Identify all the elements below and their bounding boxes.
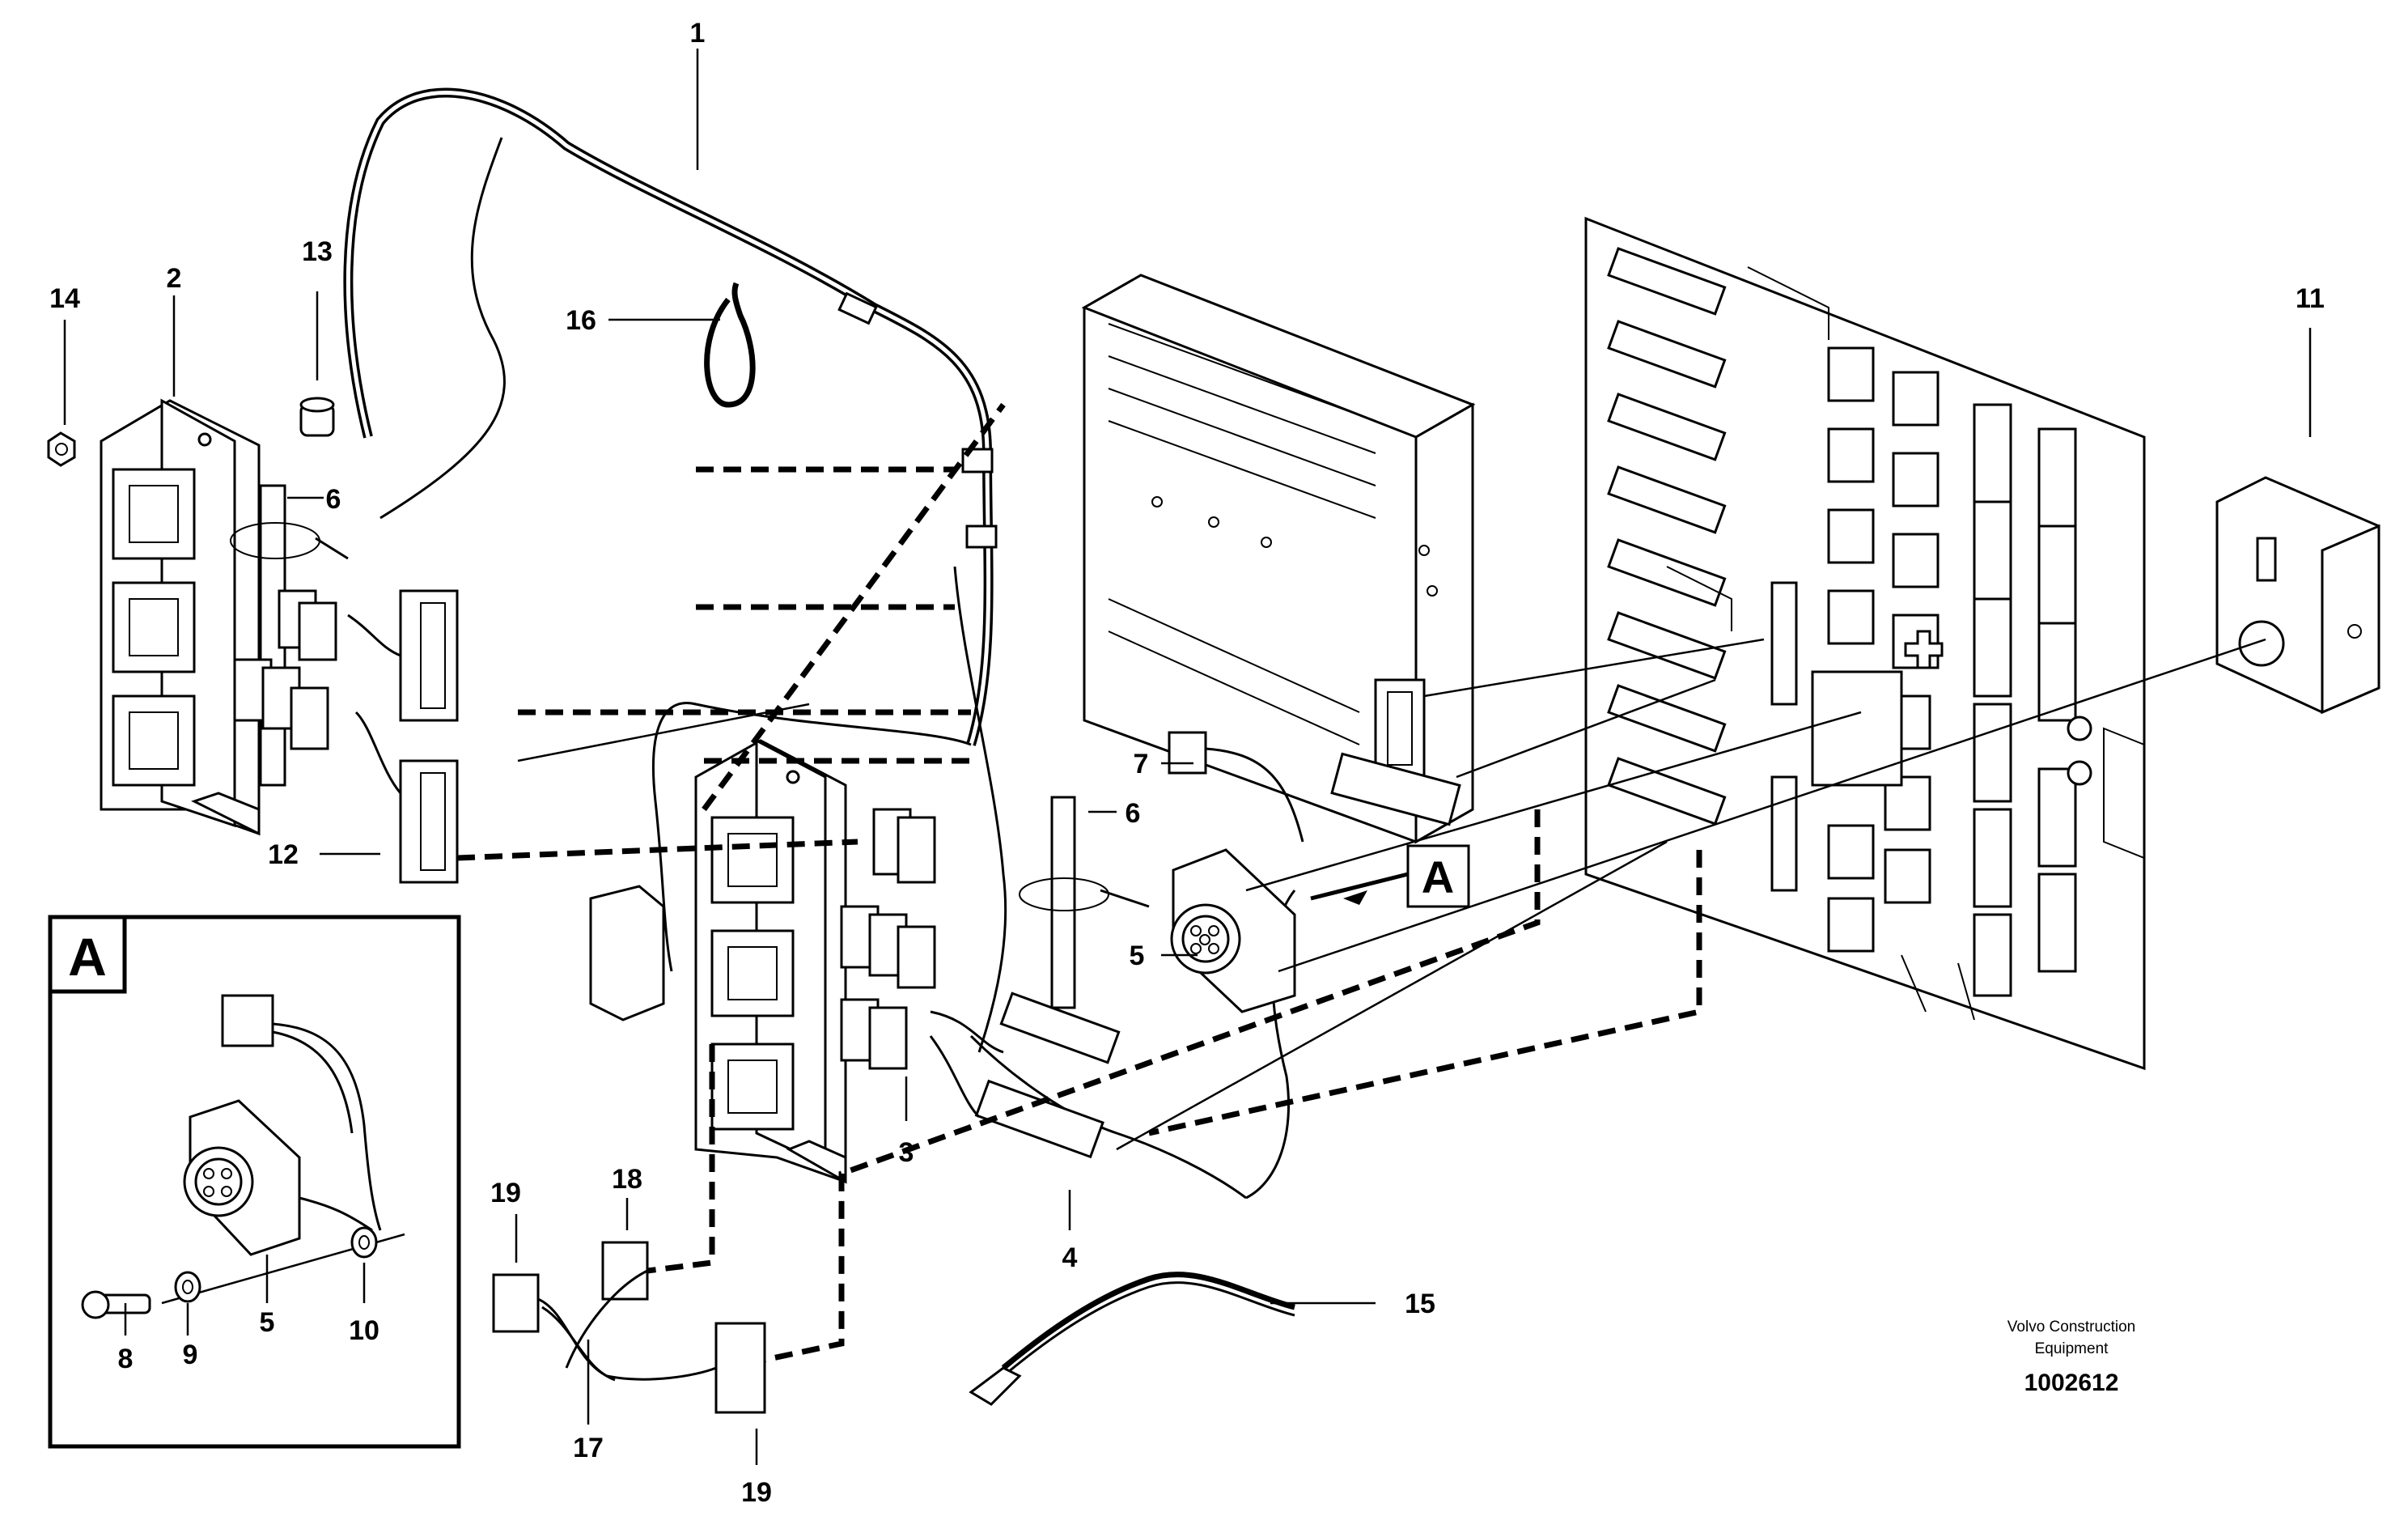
callout-4: 4	[1062, 1242, 1078, 1273]
relay-bracket-middle	[694, 738, 847, 1184]
callout-13: 13	[302, 236, 333, 267]
callout-11: 11	[2296, 283, 2325, 314]
callout-numbers: 1 2 3 4 5 5 6 6 7 8 9 10 11 12 13 14 15 …	[49, 18, 2325, 1508]
detail-ref-label: A	[1422, 851, 1454, 902]
spacer	[299, 397, 335, 437]
callout-5-main: 5	[1130, 941, 1145, 971]
callout-5-detail: 5	[260, 1307, 275, 1338]
callout-6-left: 6	[326, 484, 341, 515]
relays-middle	[840, 808, 936, 1070]
callout-2: 2	[167, 263, 182, 294]
callout-7: 7	[1134, 749, 1149, 779]
bottom-harness	[492, 1241, 766, 1414]
loose-cable	[969, 1272, 1295, 1406]
callout-8: 8	[118, 1344, 134, 1374]
relay-bracket-left	[100, 398, 261, 836]
callout-1: 1	[690, 18, 706, 49]
nut	[47, 431, 76, 467]
cable-tie-middle	[1019, 796, 1150, 1009]
circuit-board	[1584, 216, 2146, 1071]
callout-9: 9	[183, 1340, 198, 1370]
callout-15: 15	[1405, 1289, 1435, 1319]
cover-plate	[2215, 476, 2380, 715]
callout-19-top: 19	[490, 1178, 521, 1208]
small-connector	[1168, 731, 1304, 843]
callout-leaders	[63, 49, 2312, 1465]
callout-18: 18	[612, 1164, 642, 1195]
connection-lines	[456, 402, 2266, 1363]
brand-line-2: Equipment	[2035, 1340, 2109, 1357]
board-fuses	[1973, 403, 2077, 997]
footer: Volvo Construction Equipment 1002612	[2007, 1319, 2135, 1396]
callout-17: 17	[573, 1433, 604, 1463]
callout-19-bottom: 19	[741, 1477, 772, 1508]
callout-14: 14	[49, 283, 80, 314]
callout-12: 12	[268, 839, 299, 870]
brand-line-1: Volvo Construction	[2007, 1319, 2135, 1336]
detail-reference: A	[1310, 844, 1470, 908]
edge-connectors	[1607, 247, 1727, 826]
harness-connectors-left	[347, 589, 459, 884]
main-cable-harness	[343, 87, 1296, 1200]
callout-3: 3	[899, 1137, 914, 1168]
flat-cable-connectors	[929, 992, 1121, 1159]
detail-label: A	[68, 927, 107, 987]
callout-16: 16	[566, 305, 596, 336]
control-unit	[1081, 274, 1476, 844]
callout-6-middle: 6	[1126, 798, 1141, 829]
callout-10: 10	[349, 1315, 379, 1346]
loose-connector	[589, 885, 665, 1021]
detail-inset: A	[48, 915, 461, 1449]
relays-left	[233, 589, 337, 750]
cable-tie-loose	[704, 282, 756, 408]
drawing-number: 1002612	[2024, 1369, 2119, 1396]
diagnostic-socket	[1170, 848, 1296, 1013]
